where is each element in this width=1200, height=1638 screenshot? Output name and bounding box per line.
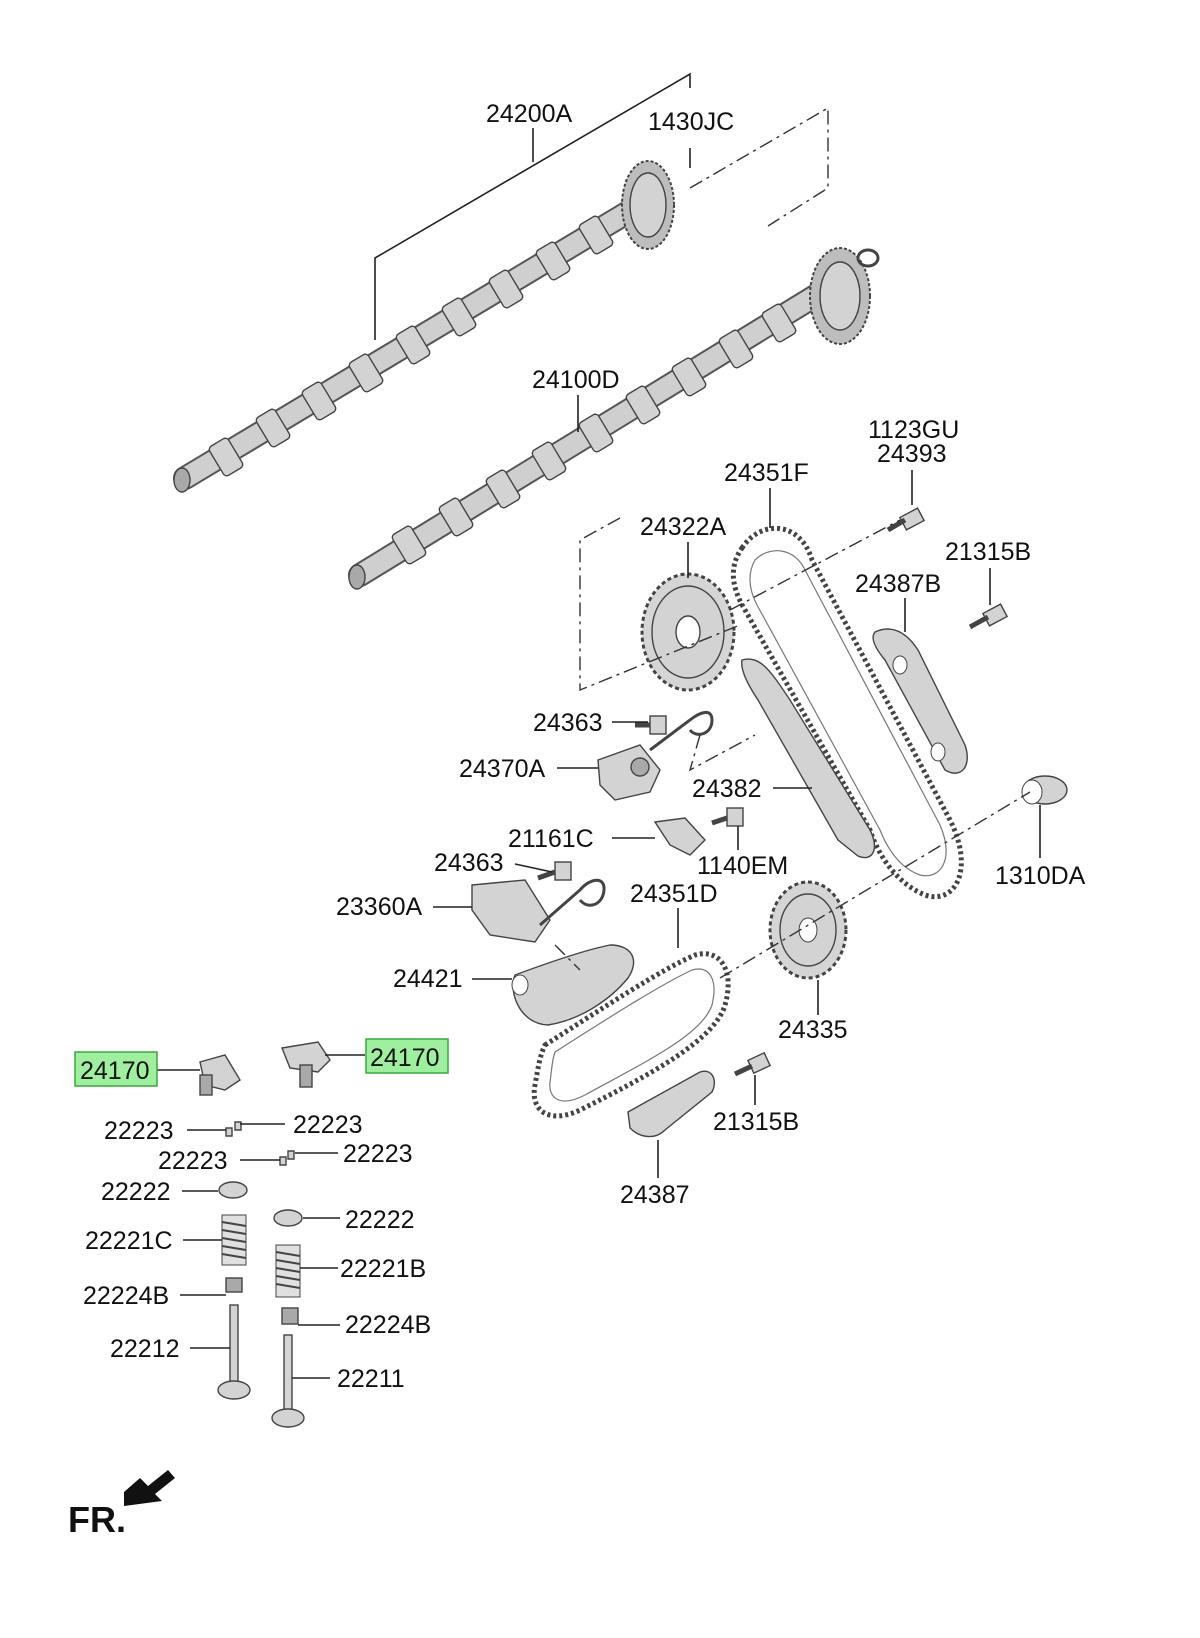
label-22223-c[interactable]: 22223 bbox=[158, 1147, 228, 1175]
label-22212[interactable]: 22212 bbox=[110, 1335, 180, 1363]
valve-keeper-right-a[interactable] bbox=[279, 1156, 287, 1166]
chain-guide[interactable] bbox=[741, 658, 876, 859]
highlight-box-right bbox=[365, 1038, 449, 1074]
label-22224b-right[interactable]: 22224B bbox=[345, 1311, 431, 1339]
label-22223-d[interactable]: 22223 bbox=[343, 1140, 413, 1168]
exhaust-valve[interactable] bbox=[217, 1304, 251, 1400]
bolt-21315b-bottom[interactable] bbox=[733, 1051, 772, 1077]
exhaust-cam-gear[interactable] bbox=[809, 247, 880, 345]
label-24382[interactable]: 24382 bbox=[692, 775, 762, 803]
label-22222-left[interactable]: 22222 bbox=[101, 1178, 171, 1206]
leader-lines bbox=[155, 72, 1041, 1379]
label-1430jc[interactable]: 1430JC bbox=[648, 108, 734, 136]
label-1310da[interactable]: 1310DA bbox=[995, 862, 1086, 890]
label-22223-b[interactable]: 22223 bbox=[293, 1111, 363, 1139]
reference-lines bbox=[554, 106, 1031, 979]
crank-sprocket[interactable] bbox=[768, 880, 848, 980]
highlight-box-left bbox=[74, 1051, 158, 1087]
cam-sprocket[interactable] bbox=[640, 572, 736, 692]
label-24335[interactable]: 24335 bbox=[778, 1016, 848, 1044]
label-24421[interactable]: 24421 bbox=[393, 965, 463, 993]
part-labels: 24200A 1430JC 24100D 1123GU 24393 24351F… bbox=[80, 100, 1086, 1393]
intake-cam-gear[interactable] bbox=[621, 160, 675, 250]
washer-1310da[interactable] bbox=[1021, 775, 1068, 805]
label-24370a[interactable]: 24370A bbox=[459, 755, 546, 783]
label-24170-left[interactable]: 24170 bbox=[80, 1057, 150, 1085]
front-direction-label: FR. bbox=[68, 1499, 126, 1540]
label-1140em[interactable]: 1140EM bbox=[697, 852, 788, 880]
tensioner-arm-lower[interactable] bbox=[627, 1070, 716, 1138]
label-24393[interactable]: 24393 bbox=[877, 440, 947, 468]
label-24170-right[interactable]: 24170 bbox=[370, 1044, 440, 1072]
intake-valve[interactable] bbox=[271, 1334, 305, 1428]
bolt-24363-lower[interactable] bbox=[537, 861, 572, 881]
label-24100d[interactable]: 24100D bbox=[532, 366, 620, 394]
label-24200a[interactable]: 24200A bbox=[486, 100, 573, 128]
valve-keeper-left-b[interactable] bbox=[234, 1121, 242, 1131]
bolt-24393[interactable] bbox=[886, 507, 926, 533]
valve-retainer-right[interactable] bbox=[273, 1209, 303, 1227]
lower-timing-chain[interactable] bbox=[531, 951, 731, 1119]
label-21315b-top[interactable]: 21315B bbox=[945, 538, 1031, 566]
valve-stem-seal-right[interactable] bbox=[281, 1307, 299, 1325]
label-22224b-left[interactable]: 22224B bbox=[83, 1282, 169, 1310]
rocker-arm-left[interactable] bbox=[199, 1054, 241, 1096]
label-24363-lower[interactable]: 24363 bbox=[434, 849, 504, 877]
label-24363-upper[interactable]: 24363 bbox=[533, 709, 603, 737]
bolt-21315b-top[interactable] bbox=[968, 603, 1009, 630]
label-22221b[interactable]: 22221B bbox=[340, 1255, 426, 1283]
oil-pump-chain-guide[interactable] bbox=[511, 944, 635, 1026]
label-23360a[interactable]: 23360A bbox=[336, 893, 423, 921]
chain-tensioner-upper[interactable] bbox=[597, 711, 714, 801]
valve-keeper-left-a[interactable] bbox=[225, 1127, 233, 1137]
valve-keeper-right-b[interactable] bbox=[287, 1150, 295, 1160]
label-24387[interactable]: 24387 bbox=[620, 1181, 690, 1209]
exhaust-camshaft[interactable] bbox=[348, 278, 837, 590]
tensioner-arm-upper[interactable] bbox=[872, 628, 968, 774]
valve-retainer-left[interactable] bbox=[218, 1181, 248, 1199]
valve-stem-seal-left[interactable] bbox=[225, 1277, 243, 1293]
intake-camshaft[interactable] bbox=[173, 193, 652, 493]
upper-timing-chain[interactable] bbox=[730, 525, 964, 900]
label-24387b[interactable]: 24387B bbox=[855, 570, 941, 598]
label-24322a[interactable]: 24322A bbox=[640, 513, 727, 541]
label-22221c[interactable]: 22221C bbox=[85, 1227, 173, 1255]
dowel-pin-21161c[interactable] bbox=[653, 817, 706, 856]
bolt-24363-upper[interactable] bbox=[635, 715, 667, 735]
label-22222-right[interactable]: 22222 bbox=[345, 1206, 415, 1234]
front-arrow-icon bbox=[124, 1470, 175, 1506]
rocker-arm-right[interactable] bbox=[281, 1041, 331, 1088]
label-24351d[interactable]: 24351D bbox=[630, 880, 718, 908]
label-21161c[interactable]: 21161C bbox=[508, 825, 594, 853]
bolt-1140em[interactable] bbox=[711, 807, 744, 827]
label-1123gu[interactable]: 1123GU bbox=[868, 416, 959, 444]
label-21315b-bottom[interactable]: 21315B bbox=[713, 1108, 799, 1136]
front-direction-indicator: FR. bbox=[68, 1470, 175, 1540]
chain-tensioner-lower[interactable] bbox=[471, 878, 606, 943]
valve-spring-right[interactable] bbox=[275, 1244, 301, 1298]
label-22223-a[interactable]: 22223 bbox=[104, 1117, 174, 1145]
label-24351f[interactable]: 24351F bbox=[724, 459, 809, 487]
label-22211[interactable]: 22211 bbox=[337, 1365, 405, 1393]
valve-spring-left[interactable] bbox=[221, 1214, 247, 1266]
